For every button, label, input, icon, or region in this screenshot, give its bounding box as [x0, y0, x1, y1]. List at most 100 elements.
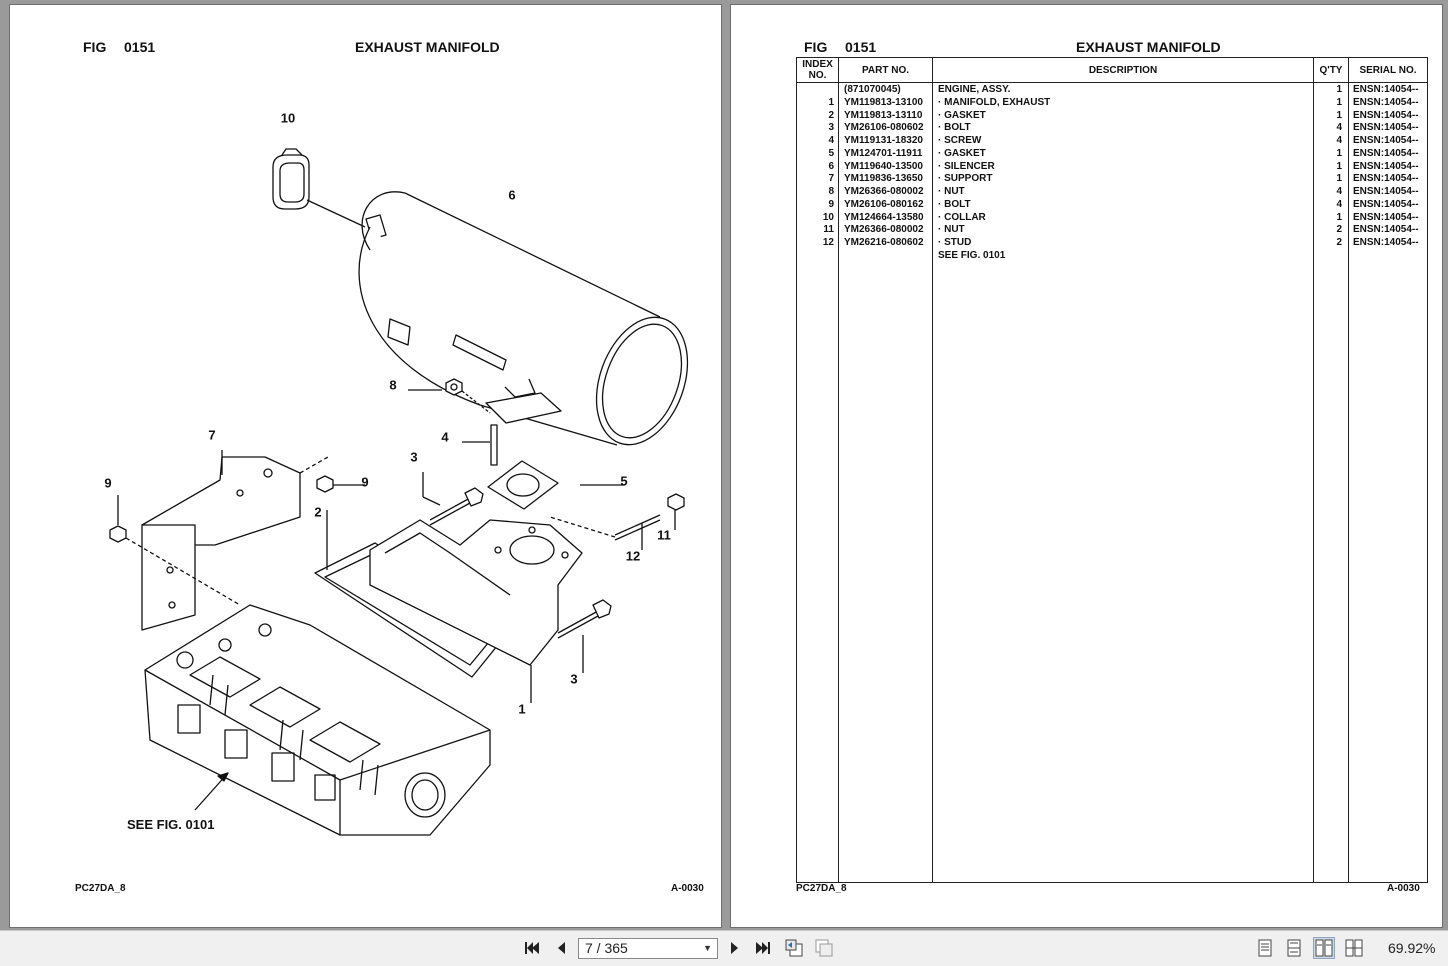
cell-index: 12	[822, 237, 834, 248]
cell-qty: 1	[1336, 173, 1342, 185]
cell-part-no: YM26106-080162	[844, 198, 924, 210]
cell-part-no: YM119131-18320	[844, 135, 923, 146]
callout-9-right: 9	[361, 474, 369, 490]
cell-part-no: YM124664-13580	[844, 211, 924, 223]
page-title: EXHAUST MANIFOLD	[1076, 39, 1221, 55]
cell-serial: ENSN:14054--	[1353, 84, 1419, 95]
callout-2: 2	[314, 504, 322, 520]
cell-index: 5	[828, 147, 834, 159]
callout-1: 1	[518, 701, 526, 717]
callout-11: 11	[657, 527, 671, 543]
prev-view-icon[interactable]	[783, 938, 805, 958]
cell-qty: 2	[1336, 224, 1342, 236]
first-page-icon[interactable]	[521, 938, 543, 958]
callout-4: 4	[441, 429, 449, 445]
callout-9-left: 9	[104, 475, 112, 491]
fig-number: 0151	[124, 39, 156, 55]
two-page-continuous-view-icon[interactable]	[1343, 937, 1365, 959]
zoom-level[interactable]: 69.92%	[1388, 940, 1436, 956]
page-parts-list: FIG 0151 EXHAUST MANIFOLD INDEX NO. PART…	[730, 4, 1443, 928]
footer-page-ref: A-0030	[671, 883, 704, 894]
cell-description: · COLLAR	[938, 211, 986, 223]
cell-serial: ENSN:14054--	[1353, 186, 1419, 197]
single-page-view-icon[interactable]	[1254, 937, 1276, 959]
cell-description: SEE FIG. 0101	[938, 249, 1006, 261]
see-fig-note: SEE FIG. 0101	[127, 817, 215, 832]
table-row: SEE FIG. 0101	[797, 250, 1427, 263]
cell-part-no: YM119836-13650	[844, 173, 923, 185]
document-viewport[interactable]: FIG 0151 EXHAUST MANIFOLD	[0, 0, 1448, 930]
footer-code: PC27DA_8	[75, 883, 126, 894]
cell-index: 7	[828, 173, 834, 185]
cell-qty: 1	[1336, 211, 1342, 223]
cell-qty: 4	[1336, 198, 1342, 210]
cell-description: · GASKET	[938, 109, 986, 121]
cell-serial: ENSN:14054--	[1353, 173, 1419, 185]
callout-10: 10	[280, 110, 296, 126]
header-qty: Q'TY	[1319, 64, 1343, 76]
cell-part-no: YM26216-080602	[844, 237, 924, 248]
cell-serial: ENSN:14054--	[1353, 109, 1419, 121]
parts-table: INDEX NO. PART NO. DESCRIPTION Q'TY SERI…	[796, 57, 1428, 883]
cell-part-no: YM119640-13500	[844, 160, 923, 172]
callout-5: 5	[620, 473, 628, 489]
cell-qty: 1	[1336, 84, 1342, 95]
table-row: 7 YM119836-13650 · SUPPORT 1 ENSN:14054--	[797, 173, 1427, 186]
fig-label: FIG	[804, 39, 828, 55]
cell-serial: ENSN:14054--	[1353, 211, 1419, 223]
chevron-down-icon[interactable]: ▼	[703, 943, 712, 953]
cell-serial: ENSN:14054--	[1353, 147, 1419, 159]
cell-part-no: YM119813-13110	[844, 109, 923, 121]
continuous-view-icon[interactable]	[1283, 937, 1305, 959]
prev-page-icon[interactable]	[550, 938, 572, 958]
cell-description: · BOLT	[938, 122, 971, 134]
cell-qty: 1	[1336, 160, 1342, 172]
page-illustration: FIG 0151 EXHAUST MANIFOLD	[9, 4, 722, 928]
cell-description: ENGINE, ASSY.	[938, 84, 1011, 95]
cell-description: · SUPPORT	[938, 173, 993, 185]
cell-index: 4	[828, 135, 834, 146]
page-indicator: 7 / 365	[585, 940, 628, 956]
cell-index: 6	[828, 160, 834, 172]
callout-7: 7	[208, 427, 216, 443]
last-page-icon[interactable]	[752, 938, 774, 958]
cell-serial: ENSN:14054--	[1353, 122, 1419, 134]
cell-qty: 1	[1336, 96, 1342, 108]
cell-part-no: YM26366-080002	[844, 224, 924, 236]
cell-description: · BOLT	[938, 198, 971, 210]
cell-description: · NUT	[938, 186, 965, 197]
cell-qty: 4	[1336, 122, 1342, 134]
callout-6: 6	[508, 187, 516, 203]
header-serial-no: SERIAL NO.	[1359, 64, 1417, 76]
header-description: DESCRIPTION	[1088, 64, 1158, 76]
header-part-no: PART NO.	[861, 64, 910, 76]
cell-qty: 1	[1336, 109, 1342, 121]
cell-serial: ENSN:14054--	[1353, 224, 1419, 236]
next-page-icon[interactable]	[724, 938, 746, 958]
cell-serial: ENSN:14054--	[1353, 237, 1419, 248]
cell-description: · STUD	[938, 237, 972, 248]
cell-index: 2	[828, 109, 834, 121]
cell-serial: ENSN:14054--	[1353, 96, 1419, 108]
footer-code: PC27DA_8	[796, 883, 847, 894]
cell-description: · GASKET	[938, 147, 986, 159]
two-page-view-icon[interactable]	[1313, 937, 1335, 959]
cell-serial: ENSN:14054--	[1353, 198, 1419, 210]
page-title: EXHAUST MANIFOLD	[355, 39, 500, 55]
page-number-input[interactable]: 7 / 365 ▼	[578, 938, 718, 959]
cell-part-no: YM119813-13100	[844, 96, 923, 108]
cell-description: · MANIFOLD, EXHAUST	[938, 96, 1051, 108]
cell-index: 11	[823, 224, 834, 236]
next-view-icon[interactable]	[813, 938, 835, 958]
